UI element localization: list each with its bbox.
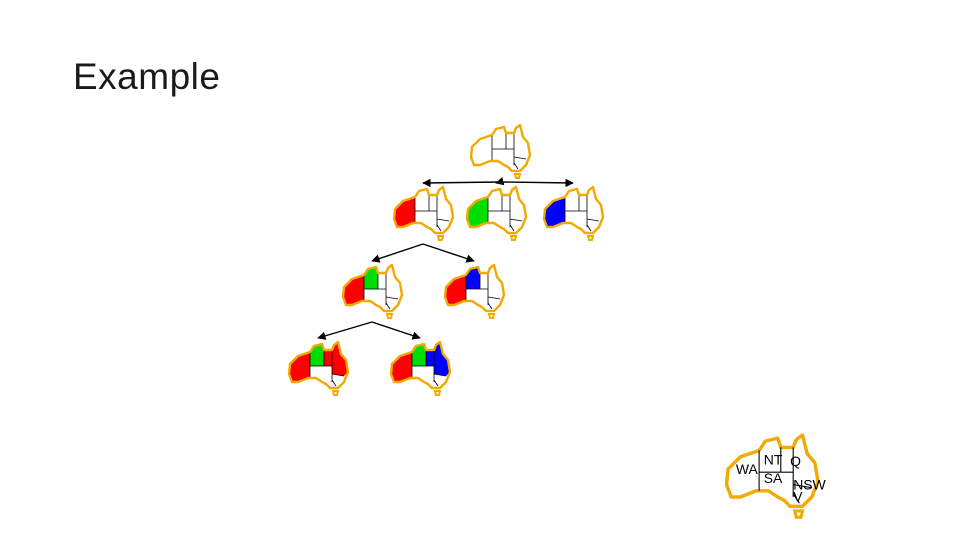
label-v: V (793, 489, 803, 505)
region-nt-blue (466, 267, 480, 289)
region-nt-green (310, 344, 324, 366)
state-borders (465, 273, 501, 310)
tree-edge (317, 321, 373, 340)
slide-title: Example (73, 56, 221, 97)
legend-borders (758, 447, 812, 504)
tasmania (509, 235, 518, 241)
coast-outline (465, 185, 528, 235)
region-nt-green (412, 344, 426, 366)
region-wa-red (391, 352, 412, 382)
region-wa-red (445, 275, 466, 305)
tree-edge (371, 243, 424, 263)
legend-map: WA NT Q SA NSW V (724, 433, 827, 519)
australia-map-node (287, 340, 350, 396)
coast-outline (469, 123, 532, 173)
australia-map-node (389, 340, 452, 396)
tasmania (433, 390, 442, 396)
coast-outline (392, 185, 455, 235)
australia-map-node (392, 185, 455, 241)
coast-outline (389, 340, 452, 390)
tree-edge (495, 177, 505, 186)
state-borders (491, 133, 527, 170)
tree-edge (422, 178, 501, 188)
label-sa: SA (764, 470, 783, 486)
state-borders (309, 350, 345, 387)
coast-outline (542, 185, 605, 235)
australia-map-node (443, 263, 506, 319)
australia-map-node (469, 123, 532, 179)
tasmania (487, 313, 496, 319)
state-borders (487, 195, 523, 232)
australia-map-node (542, 185, 605, 241)
label-wa: WA (736, 461, 759, 477)
legend-mainland-outline (724, 433, 820, 509)
region-wa-green (467, 197, 488, 227)
coast-outline (287, 340, 350, 390)
region-nt-green (364, 267, 378, 289)
region-wa-red (394, 197, 415, 227)
label-q: Q (790, 453, 801, 469)
tree-maps (287, 123, 605, 396)
australia-map-node (465, 185, 528, 241)
tasmania (586, 235, 595, 241)
tree-edge (499, 178, 574, 188)
state-borders (363, 273, 399, 310)
region-wa-red (289, 352, 310, 382)
tree-edge (422, 243, 475, 263)
state-borders (411, 350, 447, 387)
tree-edge (371, 321, 421, 340)
tasmania (385, 313, 394, 319)
region-wa-blue (544, 197, 565, 227)
coast-outline (341, 263, 404, 313)
label-nt: NT (764, 451, 783, 467)
map-fill (471, 125, 530, 171)
tasmania (331, 390, 340, 396)
region-wa-red (343, 275, 364, 305)
state-borders (414, 195, 450, 232)
legend-tasmania (792, 509, 805, 519)
label-nsw: NSW (793, 476, 826, 492)
tasmania (513, 173, 522, 179)
state-borders (564, 195, 600, 232)
tasmania (436, 235, 445, 241)
tree-edges (317, 177, 574, 340)
coast-outline (443, 263, 506, 313)
australia-map-node (341, 263, 404, 319)
